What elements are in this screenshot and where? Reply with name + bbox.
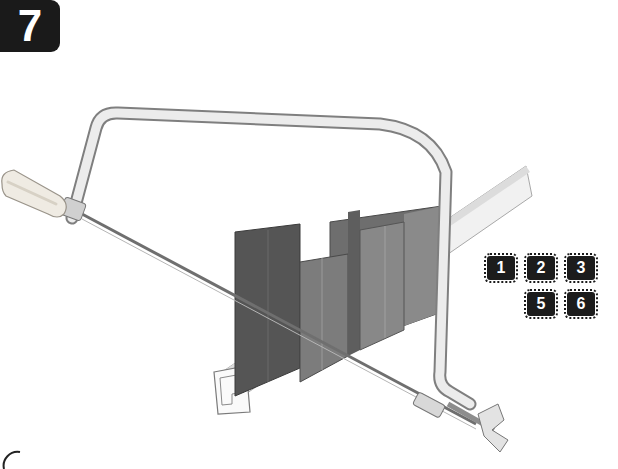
callout-number: 1 xyxy=(487,256,515,280)
callout-number: 3 xyxy=(567,256,595,280)
miter-slot xyxy=(385,226,386,338)
saw-handle xyxy=(2,170,67,217)
saw-frame-outline xyxy=(72,113,470,404)
callout-number: 2 xyxy=(527,256,555,280)
saw-frame xyxy=(72,113,470,404)
handle-highlight xyxy=(8,182,56,204)
saw-blade-edge xyxy=(82,219,476,429)
callout-number: 5 xyxy=(527,292,555,316)
miter-slot xyxy=(268,230,269,382)
blade-clamp xyxy=(412,392,445,418)
miter-right-plate xyxy=(360,222,404,350)
partial-circle xyxy=(4,452,20,469)
profile-rail xyxy=(222,166,532,398)
wing-nut xyxy=(478,404,508,452)
miter-slot-plate xyxy=(348,210,360,356)
saw-blade xyxy=(82,214,476,424)
miter-slot xyxy=(322,258,323,370)
callout-number: 6 xyxy=(567,292,595,316)
miter-front-plate xyxy=(235,224,300,396)
miter-middle-plate xyxy=(300,254,348,382)
step-number: 7 xyxy=(0,0,60,52)
